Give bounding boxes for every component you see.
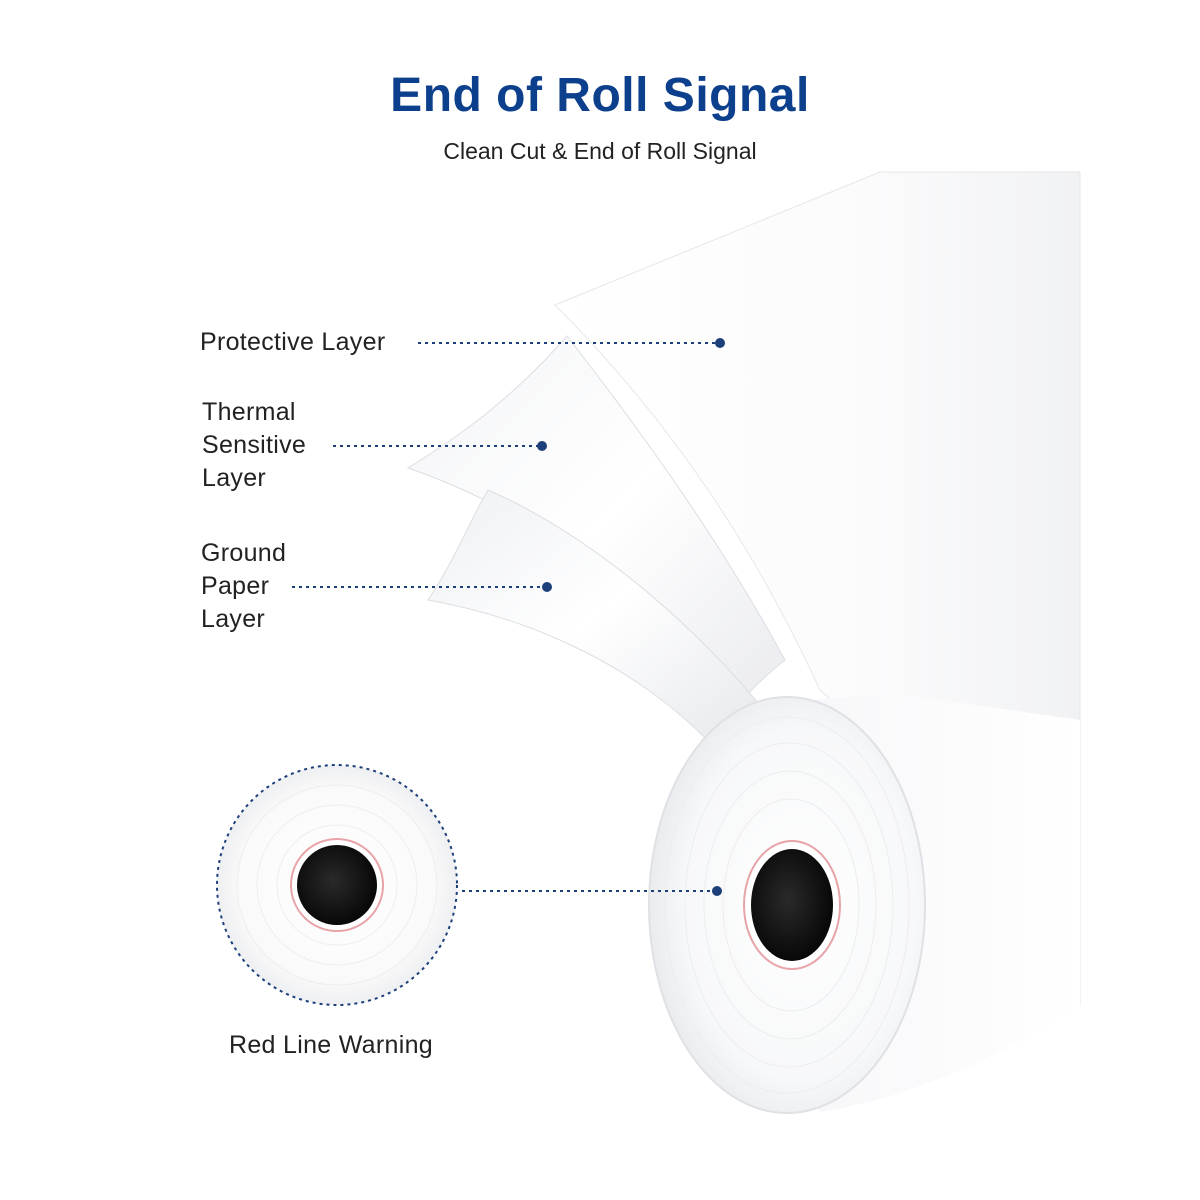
thermal-sensitive-layer-label: Thermal Sensitive Layer [202, 398, 307, 492]
roll-core [751, 849, 833, 961]
callout-dot-thermal [537, 441, 547, 451]
callout-dot-warning [712, 886, 722, 896]
ground-sheet [427, 489, 761, 746]
detail-wind-lines [236, 784, 438, 986]
callout-dot-ground [542, 582, 552, 592]
callout-dot-protective [715, 338, 725, 348]
ground-paper-layer-label: Ground Paper Layer [201, 539, 287, 633]
page-title: End of Roll Signal [390, 69, 810, 122]
protective-layer-label: Protective Layer [200, 328, 386, 356]
page-subtitle: Clean Cut & End of Roll Signal [443, 138, 757, 164]
callout-dots [537, 338, 725, 896]
callout-lines [292, 342, 716, 892]
detail-core [297, 845, 377, 925]
red-line-warning-label: Red Line Warning [229, 1031, 433, 1059]
roll-wind-lines [664, 716, 910, 1094]
